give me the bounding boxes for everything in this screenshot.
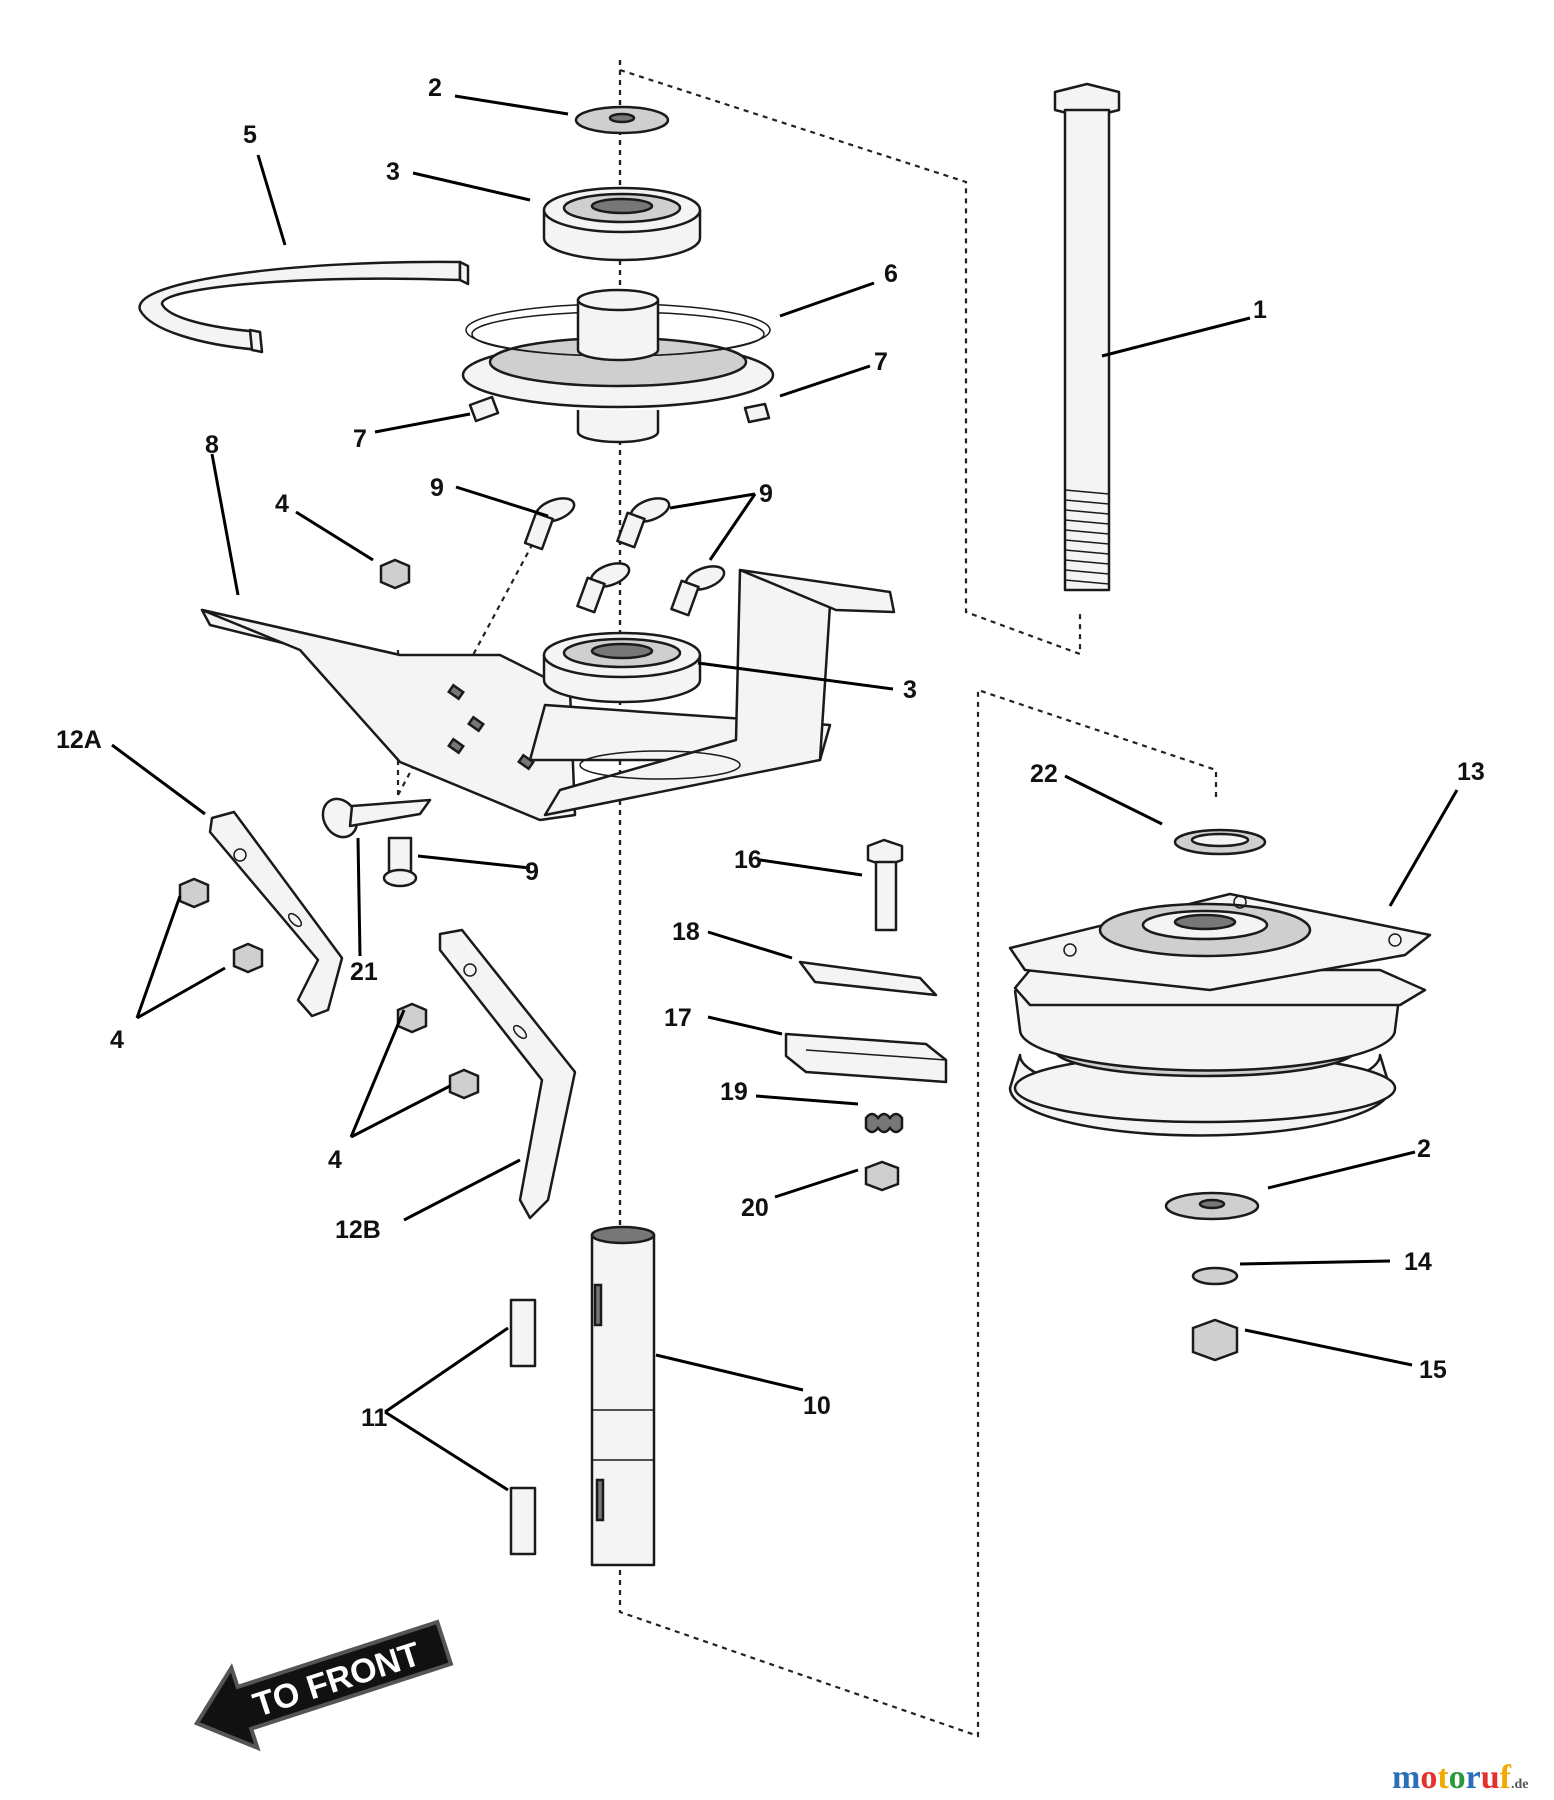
- part-arm-12b: [438, 928, 577, 1220]
- svg-text:motoruf.de: motoruf.de: [1392, 1759, 1529, 1796]
- callout-22: 22: [1030, 760, 1058, 788]
- callout-18: 18: [672, 918, 700, 946]
- part-clutch: [1008, 892, 1432, 1137]
- part-shaft: [590, 1225, 656, 1567]
- callout-4-arm-b: 4: [328, 1146, 342, 1174]
- callout-14: 14: [1404, 1248, 1432, 1276]
- part-set-screws: [468, 395, 771, 424]
- to-front-arrow: TO FRONT: [193, 1619, 454, 1752]
- callout-9-lower: 9: [525, 858, 539, 886]
- part-mounting-bracket: [200, 568, 896, 822]
- part-clip: [321, 797, 432, 839]
- callout-4-bracket: 4: [275, 490, 289, 518]
- part-block: [784, 1032, 948, 1084]
- callout-7-right: 7: [874, 348, 888, 376]
- callout-20: 20: [741, 1194, 769, 1222]
- callout-8: 8: [205, 431, 219, 459]
- part-belt-guide-band: [138, 260, 470, 354]
- callout-2-lower: 2: [1417, 1135, 1431, 1163]
- part-washer-lower: [1164, 1191, 1260, 1221]
- callout-11: 11: [361, 1404, 388, 1432]
- part-hex-nut: [1191, 1318, 1239, 1362]
- callout-7-left: 7: [353, 425, 367, 453]
- part-arm-12a: [208, 810, 344, 1018]
- arrow-shape: [193, 1619, 454, 1752]
- callout-6: 6: [884, 260, 898, 288]
- callout-9-right: 9: [759, 480, 773, 508]
- part-spring: [864, 1112, 904, 1134]
- part-pulley-upper: [461, 288, 775, 444]
- callout-16: 16: [734, 846, 762, 874]
- callout-4-arm-a: 4: [110, 1026, 124, 1054]
- leader-lines: [111, 94, 1459, 1492]
- watermark-logo: motoruf.de: [1392, 1759, 1529, 1796]
- part-bolt-long: [1053, 82, 1121, 592]
- callout-3-lower: 3: [903, 676, 917, 704]
- callout-5: 5: [243, 121, 257, 149]
- callout-9-left: 9: [430, 474, 444, 502]
- callout-labels: 1 2 2 3 3 4 4 4 5 6 7 7 8 9 9 9 10 11 12…: [56, 74, 1485, 1432]
- part-washer-top: [574, 105, 670, 135]
- part-keys: [509, 1298, 537, 1556]
- callout-17: 17: [664, 1004, 692, 1032]
- callout-15: 15: [1419, 1356, 1447, 1384]
- callout-13: 13: [1457, 758, 1485, 786]
- part-nut: [864, 1160, 900, 1192]
- part-bearing-lower: [542, 631, 702, 704]
- callout-3-top: 3: [386, 158, 400, 186]
- callout-19: 19: [720, 1078, 748, 1106]
- part-seal: [1173, 828, 1267, 856]
- callout-2-top: 2: [428, 74, 442, 102]
- callout-12a: 12A: [56, 726, 102, 754]
- callout-1: 1: [1253, 296, 1267, 324]
- callout-12b: 12B: [335, 1216, 381, 1244]
- part-lock-washer: [1191, 1266, 1239, 1286]
- callout-21: 21: [350, 958, 378, 986]
- part-plate: [798, 960, 938, 997]
- part-bearing-top: [542, 186, 702, 262]
- part-carriage-bolts: [382, 497, 726, 888]
- callout-10: 10: [803, 1392, 831, 1420]
- part-bolt-short: [866, 838, 904, 932]
